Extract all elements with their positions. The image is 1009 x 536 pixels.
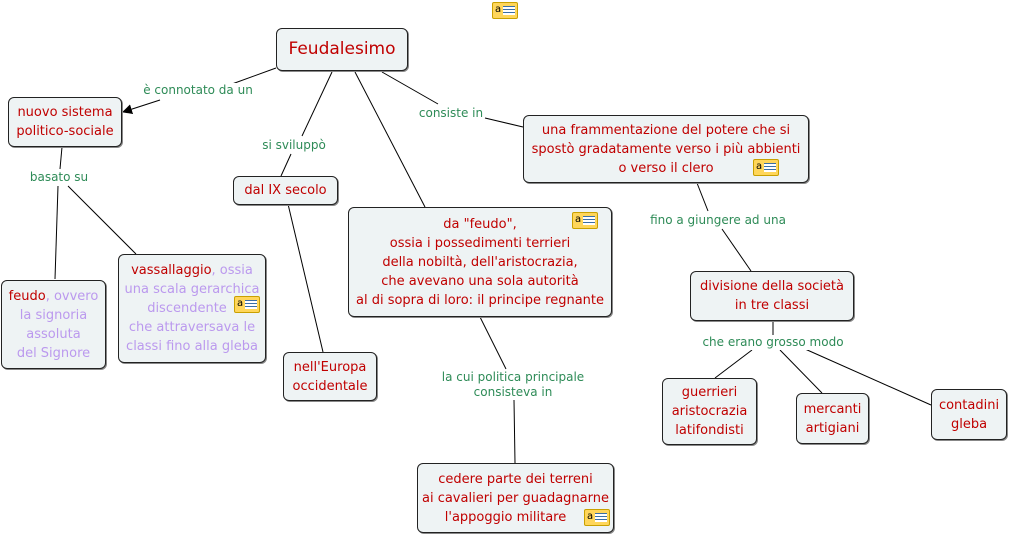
concept-line: guerrieri — [681, 385, 738, 400]
concept-line: l'appoggio militare — [444, 509, 567, 525]
concept-line: latifondisti — [675, 423, 744, 438]
concept-line: mercanti — [803, 401, 862, 417]
concept-line: contadini — [938, 397, 1000, 413]
concept-label: dal IX secolo — [244, 183, 327, 198]
concept-line: cedere parte dei terreni — [438, 471, 593, 487]
concept-da-feudo[interactable]: da "feudo", ossia i possedimenti terrier… — [348, 207, 612, 317]
concept-line: ai cavalieri per guadagnarne — [421, 490, 609, 506]
concept-line: ossia i possedimenti terrieri — [389, 235, 571, 251]
concept-line: che attraversava le — [128, 320, 256, 335]
concept-feudo[interactable]: feudo, ovvero la signoria assoluta del S… — [1, 280, 106, 369]
note-icon[interactable]: a — [234, 296, 260, 313]
concept-mercanti[interactable]: mercanti artigiani — [796, 393, 869, 444]
note-icon[interactable]: a — [572, 212, 598, 229]
concept-line: della nobiltà, dell'aristocrazia, — [382, 254, 578, 270]
concept-line: una frammentazione del potere che si — [541, 122, 791, 138]
concept-line: una scala gerarchica — [124, 282, 260, 297]
note-icon[interactable]: a — [584, 509, 610, 526]
link-label-giungere[interactable]: fino a giungere ad una — [650, 213, 786, 228]
concept-line: o verso il clero — [618, 160, 714, 176]
concept-europa[interactable]: nell'Europa occidentale — [283, 352, 377, 401]
link-label-basato[interactable]: basato su — [29, 170, 89, 185]
concept-line: classi fino alla gleba — [126, 339, 258, 354]
link-label-politica[interactable]: la cui politica principale consisteva in — [441, 370, 585, 400]
concept-guerrieri[interactable]: guerrieri aristocrazia latifondisti — [662, 378, 757, 445]
concept-line: in tre classi — [734, 298, 810, 313]
link-label-sviluppo[interactable]: si sviluppò — [262, 138, 326, 153]
concept-cedere[interactable]: cedere parte dei terreni ai cavalieri pe… — [417, 463, 614, 533]
link-label-grosso-modo[interactable]: che erano grosso modo — [702, 335, 844, 350]
concept-line: , ovvero — [45, 288, 99, 304]
concept-line: , ossia — [211, 263, 253, 278]
concept-line: la signoria — [19, 307, 88, 323]
link-label-line: la cui politica principale — [441, 370, 585, 384]
concept-line: aristocrazia — [671, 404, 748, 419]
concept-line: del Signore — [16, 345, 91, 361]
concept-line: divisione della società — [700, 279, 844, 294]
concept-line: che avevano una sola autorità — [381, 273, 579, 289]
concept-line: spostò gradatamente verso i più abbienti — [531, 141, 801, 157]
concept-line: gleba — [950, 416, 988, 432]
link-label-connotato[interactable]: è connotato da un — [143, 83, 253, 98]
concept-frammentazione[interactable]: una frammentazione del potere che si spo… — [523, 115, 809, 183]
link-label-line: consisteva in — [473, 385, 553, 399]
concept-dal-ix-secolo[interactable]: dal IX secolo — [233, 176, 338, 205]
concept-key: feudo — [8, 288, 46, 304]
concept-line: assoluta — [26, 326, 81, 342]
concept-line: da "feudo", — [443, 216, 517, 232]
concept-key: vassallaggio — [131, 263, 212, 278]
concept-label: Feudalesimo — [288, 39, 396, 59]
concept-line: occidentale — [292, 378, 368, 394]
concept-nuovo-sistema[interactable]: nuovo sistema politico-sociale — [8, 97, 122, 147]
concept-line: nell'Europa — [293, 359, 367, 375]
concept-line: nuovo sistema — [17, 105, 113, 120]
concept-feudalesimo[interactable]: Feudalesimo — [276, 28, 408, 71]
concept-line: al di sopra di loro: il principe regnant… — [355, 292, 604, 308]
concept-line: artigiani — [805, 420, 860, 436]
concept-line: politico-sociale — [16, 124, 114, 139]
concept-divisione[interactable]: divisione della società in tre classi — [690, 271, 854, 321]
concept-line: discendente — [147, 301, 227, 316]
note-icon[interactable]: a — [492, 2, 518, 19]
note-icon[interactable]: a — [753, 159, 779, 176]
concept-contadini[interactable]: contadini gleba — [931, 389, 1007, 440]
link-label-consiste[interactable]: consiste in — [418, 106, 484, 121]
